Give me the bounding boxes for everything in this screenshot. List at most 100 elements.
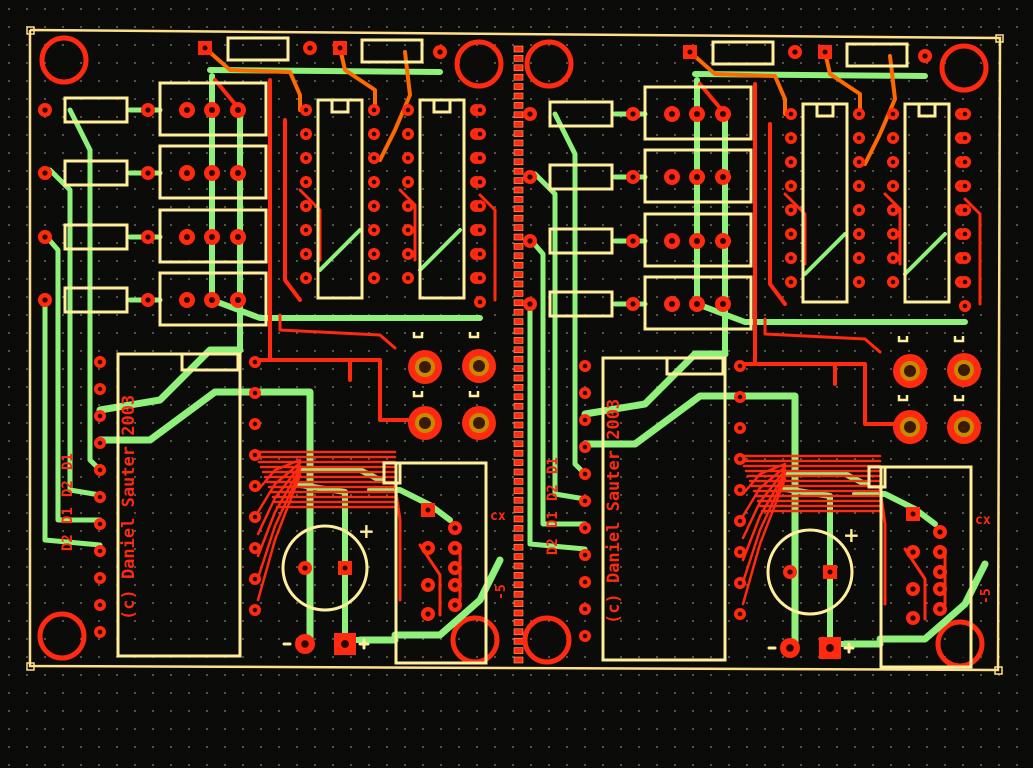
separator-via[interactable] xyxy=(513,308,524,316)
separator-via[interactable] xyxy=(513,431,524,438)
separator-via[interactable] xyxy=(513,440,524,448)
separator-via[interactable] xyxy=(513,139,524,147)
separator-via[interactable] xyxy=(513,656,524,664)
separator-via[interactable] xyxy=(513,637,524,645)
top-trace xyxy=(67,107,103,473)
mounting-hole[interactable] xyxy=(39,35,89,85)
separator-via[interactable] xyxy=(513,628,524,636)
separator-via[interactable] xyxy=(513,365,524,372)
separator-via[interactable] xyxy=(513,233,524,241)
separator-via[interactable] xyxy=(513,496,524,504)
separator-via[interactable] xyxy=(513,337,524,344)
separator-via[interactable] xyxy=(513,111,524,119)
separator-via[interactable] xyxy=(513,478,524,485)
separator-via[interactable] xyxy=(513,468,524,476)
pad-drill xyxy=(737,363,743,369)
separator-via[interactable] xyxy=(513,384,524,391)
pad-drill xyxy=(788,135,794,141)
separator-via[interactable] xyxy=(513,299,524,307)
trimmer-pot-outline xyxy=(643,275,753,331)
pad-drill xyxy=(234,169,242,177)
separator-via[interactable] xyxy=(513,167,524,175)
separator-via[interactable] xyxy=(513,120,524,128)
outline-corner-handle[interactable] xyxy=(26,26,35,35)
fanout-trace xyxy=(741,477,787,606)
top-trace xyxy=(96,388,314,644)
pad-drill xyxy=(827,569,833,575)
mounting-hole[interactable] xyxy=(522,615,572,665)
separator-via[interactable] xyxy=(513,280,524,288)
separator-via[interactable] xyxy=(513,647,524,654)
separator-via[interactable] xyxy=(513,562,524,570)
separator-via[interactable] xyxy=(513,619,524,626)
outline-corner-handle[interactable] xyxy=(995,34,1004,43)
separator-via[interactable] xyxy=(513,102,524,109)
separator-via[interactable] xyxy=(513,581,524,589)
separator-via[interactable] xyxy=(513,449,524,457)
fanout-trace xyxy=(256,473,302,602)
mounting-hole[interactable] xyxy=(939,43,989,93)
capacitor-outline xyxy=(281,524,369,612)
separator-via[interactable] xyxy=(513,224,524,231)
pad-drill xyxy=(687,49,693,55)
separator-via[interactable] xyxy=(513,572,524,579)
separator-via[interactable] xyxy=(513,243,524,250)
separator-via[interactable] xyxy=(513,327,524,335)
separator-via[interactable] xyxy=(513,515,524,523)
separator-via[interactable] xyxy=(513,534,524,542)
separator-via[interactable] xyxy=(513,45,524,53)
outline-corner-handle[interactable] xyxy=(994,666,1003,675)
separator-via[interactable] xyxy=(513,177,524,184)
separator-via[interactable] xyxy=(513,459,524,466)
separator-via[interactable] xyxy=(513,543,524,551)
separator-via[interactable] xyxy=(513,402,524,410)
separator-via[interactable] xyxy=(513,590,524,598)
separator-via[interactable] xyxy=(513,290,524,297)
separator-via[interactable] xyxy=(513,64,524,72)
separator-via[interactable] xyxy=(513,252,524,260)
separator-via[interactable] xyxy=(513,393,524,401)
separator-via[interactable] xyxy=(513,271,524,278)
pad-drill xyxy=(371,107,377,113)
pad-drill xyxy=(719,110,727,118)
separator-via[interactable] xyxy=(513,412,524,419)
large-pad-drill xyxy=(419,417,431,429)
separator-via[interactable] xyxy=(513,553,524,560)
separator-via[interactable] xyxy=(513,55,524,62)
separator-via[interactable] xyxy=(513,149,524,156)
pad-drill xyxy=(405,179,411,185)
separator-via[interactable] xyxy=(513,374,524,382)
mounting-hole[interactable] xyxy=(524,39,574,89)
separator-via[interactable] xyxy=(513,318,524,325)
mounting-hole[interactable] xyxy=(454,39,504,89)
separator-via[interactable] xyxy=(513,525,524,532)
separator-via[interactable] xyxy=(513,158,524,166)
separator-via[interactable] xyxy=(513,609,524,617)
separator-via[interactable] xyxy=(513,83,524,90)
separator-via[interactable] xyxy=(513,186,524,194)
separator-via[interactable] xyxy=(513,130,524,137)
separator-via[interactable] xyxy=(513,421,524,429)
bottom-trace xyxy=(863,54,897,166)
separator-via[interactable] xyxy=(513,92,524,100)
top-trace xyxy=(581,392,799,648)
separator-via[interactable] xyxy=(513,600,524,607)
separator-via[interactable] xyxy=(513,196,524,203)
mounting-hole-drill xyxy=(946,630,974,658)
separator-via[interactable] xyxy=(513,73,524,81)
pad-drill xyxy=(42,234,48,240)
separator-via[interactable] xyxy=(513,355,524,363)
pad-drill xyxy=(234,296,242,304)
separator-via[interactable] xyxy=(513,346,524,354)
pad-drill xyxy=(668,237,676,245)
separator-via[interactable] xyxy=(513,487,524,495)
separator-via[interactable] xyxy=(513,261,524,269)
separator-via[interactable] xyxy=(513,214,524,222)
pad-drill xyxy=(527,111,533,117)
separator-via[interactable] xyxy=(513,205,524,213)
mounting-hole[interactable] xyxy=(37,611,87,661)
pad-drill xyxy=(962,111,968,117)
pad-drill xyxy=(792,49,798,55)
separator-via[interactable] xyxy=(513,506,524,513)
outline-corner-handle[interactable] xyxy=(26,662,35,671)
